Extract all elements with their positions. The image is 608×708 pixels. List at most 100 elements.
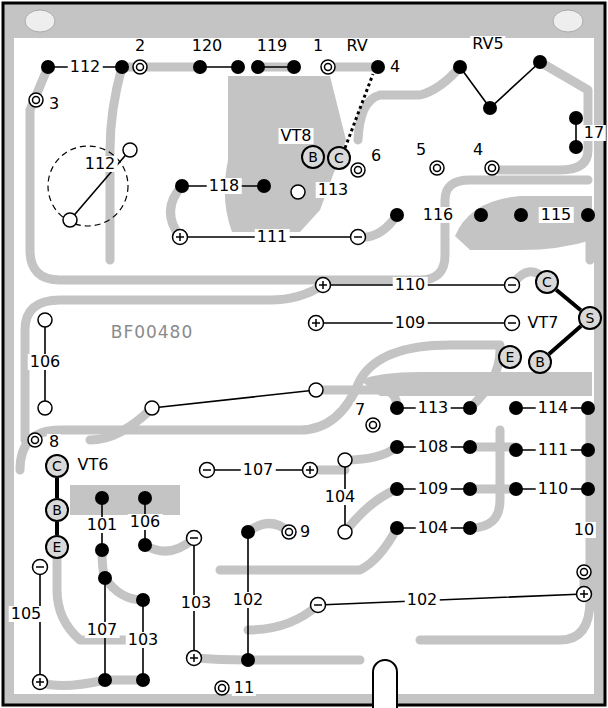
callout-number: 110 — [393, 277, 428, 293]
board-outline — [373, 660, 397, 708]
callout-number: 2 — [133, 38, 147, 54]
component-line — [180, 237, 512, 323]
solder-pad — [115, 60, 129, 74]
solder-pad — [193, 60, 207, 74]
solder-pad — [98, 673, 112, 687]
copper-track — [25, 285, 323, 440]
solder-pad — [430, 161, 444, 175]
solder-pad — [257, 179, 271, 193]
callout-number: 116 — [421, 207, 456, 223]
solder-pad — [338, 453, 352, 467]
solder-pad — [581, 401, 595, 415]
component-line — [397, 408, 590, 528]
solder-pad — [514, 208, 528, 222]
solder-pad — [173, 230, 188, 245]
board-watermark: BF00480 — [109, 324, 196, 341]
callout-number: 115 — [539, 207, 574, 223]
solder-pad — [33, 675, 48, 690]
copper-track — [194, 605, 360, 660]
callout-number: 104 — [323, 489, 358, 505]
copper-track — [310, 447, 397, 470]
solder-pad — [463, 482, 477, 496]
solder-pad — [509, 401, 523, 415]
callout-number: 109 — [393, 315, 428, 331]
copper-track — [220, 489, 397, 570]
pin-letter: B — [535, 355, 545, 369]
callout-number: 106 — [128, 514, 163, 530]
solder-pad — [569, 111, 583, 125]
callout-number: 106 — [28, 354, 63, 370]
solder-pad — [390, 440, 404, 454]
solder-pad — [390, 482, 404, 496]
solder-pad — [316, 278, 331, 293]
callout-number: 120 — [190, 38, 225, 54]
copper-area — [70, 485, 180, 515]
solder-pad — [28, 55, 595, 695]
callout-number: 112 — [83, 156, 118, 172]
solder-pad — [366, 418, 380, 432]
solder-pad — [321, 60, 335, 74]
solder-pad — [138, 491, 152, 505]
callout-number: 4 — [471, 142, 485, 158]
pin-letter: B — [308, 150, 318, 164]
pin-letter: C — [334, 151, 344, 165]
pin-link — [57, 478, 58, 498]
callout-number: VT8 — [279, 128, 314, 144]
board-outline — [553, 10, 583, 32]
copper-area — [70, 76, 592, 515]
solder-pad — [200, 463, 215, 478]
solder-pad — [133, 60, 147, 74]
solder-pad — [38, 313, 52, 327]
component-line — [48, 146, 128, 226]
solder-pad — [138, 538, 152, 552]
solder-pad — [41, 60, 55, 74]
solder-pad — [63, 213, 77, 227]
solder-pad — [577, 587, 592, 602]
copper-area — [360, 372, 592, 396]
solder-pad — [29, 93, 43, 107]
transistor-pin: B — [45, 498, 69, 522]
board-outline — [25, 10, 55, 32]
transistor-pin: C — [327, 146, 351, 170]
solder-pad — [33, 560, 48, 575]
component-line — [102, 498, 248, 660]
transistor-pin: B — [528, 350, 552, 374]
callout-number: RV5 — [470, 36, 505, 52]
solder-pad — [505, 316, 520, 331]
pin-link-line — [556, 290, 581, 311]
board-outline — [14, 38, 594, 694]
transistor-pin: E — [498, 345, 522, 369]
solder-pad — [231, 60, 245, 74]
solder-pad — [291, 185, 305, 199]
solder-pad — [309, 383, 323, 397]
solder-pad — [136, 673, 150, 687]
copper-track — [90, 408, 152, 440]
transistor-pin: C — [535, 270, 559, 294]
solder-pad — [474, 208, 488, 222]
component-line — [40, 567, 584, 682]
copper-track — [122, 63, 378, 72]
transistor-pin: S — [578, 306, 602, 330]
solder-pad — [145, 401, 159, 415]
callout-number: 113 — [416, 400, 451, 416]
solder-pad — [309, 316, 324, 331]
callout-number: 103 — [126, 632, 161, 648]
solder-pad — [505, 278, 520, 293]
pin-link-line — [55, 478, 59, 498]
callout-number: 8 — [47, 434, 61, 450]
callout-number: 7 — [353, 402, 367, 418]
solder-pad — [28, 433, 42, 447]
solder-pad — [123, 143, 137, 157]
callout-number: 102 — [405, 592, 440, 608]
pin-letter: E — [506, 350, 515, 364]
solder-pad — [351, 163, 365, 177]
solder-pad — [187, 531, 202, 546]
solder-pad — [483, 101, 497, 115]
solder-pad — [390, 521, 404, 535]
solder-pad — [371, 60, 385, 74]
callout-number: 1 — [311, 38, 325, 54]
callout-number: 114 — [536, 400, 571, 416]
callout-number: 102 — [231, 592, 266, 608]
